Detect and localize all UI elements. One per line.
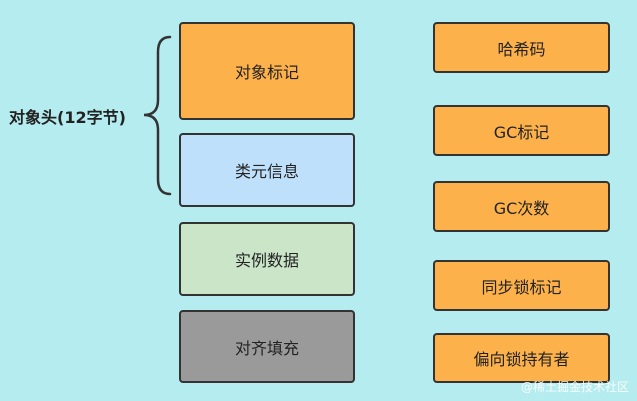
padding-box: 对齐填充	[179, 310, 355, 383]
object-mark-box: 对象标记	[179, 22, 355, 120]
watermark: @稀土掘金技术社区	[520, 380, 629, 394]
object-header-label: 对象头(12字节)	[9, 108, 126, 127]
biased-lock-owner-box: 偏向锁持有者	[433, 333, 610, 383]
gc-count-box: GC次数	[433, 181, 610, 232]
curly-brace-icon	[143, 35, 172, 196]
class-meta-box: 类元信息	[179, 133, 355, 207]
sync-lock-mark-box: 同步锁标记	[433, 260, 610, 311]
hashcode-box: 哈希码	[433, 22, 610, 73]
gc-mark-box: GC标记	[433, 105, 610, 156]
instance-data-box: 实例数据	[179, 222, 355, 296]
